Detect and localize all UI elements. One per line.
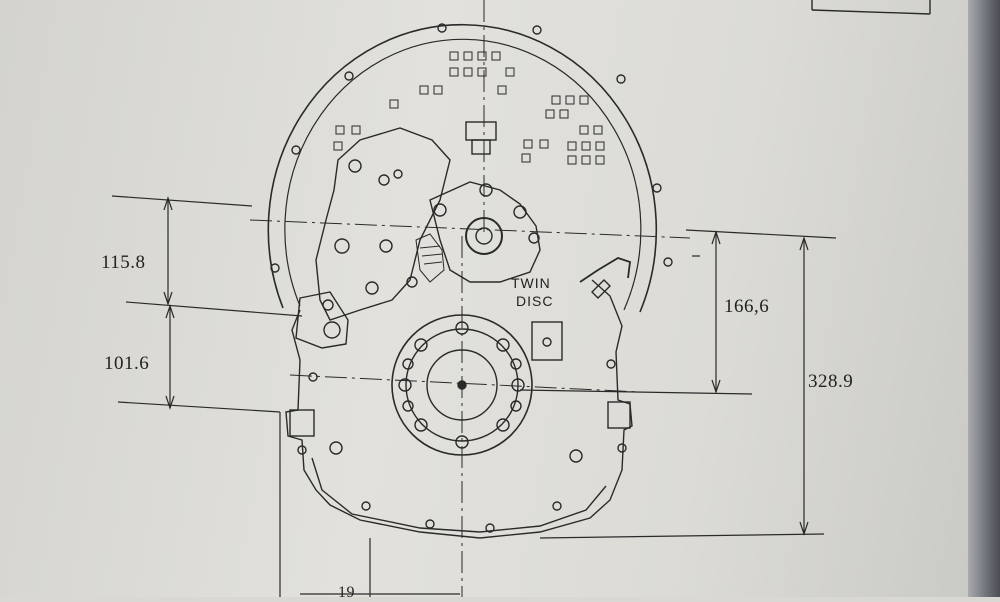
right-dimension-lines: [519, 229, 837, 539]
left-dimension-lines: [111, 195, 303, 597]
fastener-pattern: [333, 51, 605, 165]
centerlines: [249, 0, 691, 597]
flywheel-housing: [267, 23, 673, 313]
dimension-label-right-outer: 328.9: [808, 371, 854, 392]
dimension-label-lower-left: 101.6: [104, 353, 150, 374]
page-edge-shadow: [968, 0, 1000, 597]
title-block-corner: [811, 0, 931, 15]
brand-label-line2: DISC: [516, 293, 554, 309]
dimension-label-bottom: 19: [338, 584, 355, 601]
bottom-dimension-line: [300, 538, 460, 597]
dimension-label-right-inner: 166,6: [724, 296, 770, 317]
dimension-label-upper-left: 115.8: [101, 252, 146, 273]
gearbox-case: [285, 279, 633, 539]
control-valve-assembly: [295, 121, 631, 361]
brand-label-line1: TWIN: [511, 275, 551, 291]
